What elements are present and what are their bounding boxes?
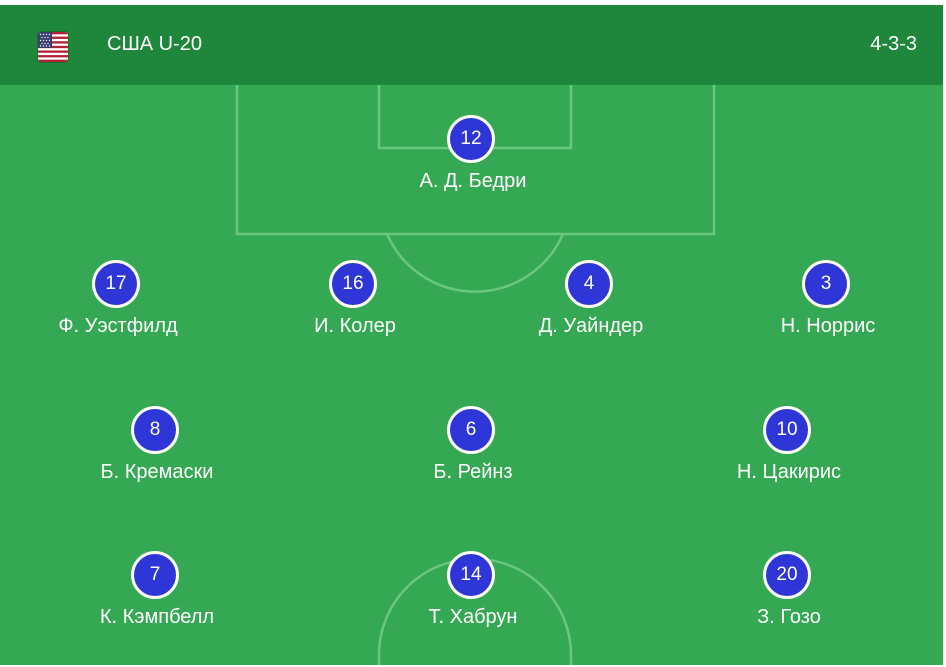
player-name: А. Д. Бедри bbox=[419, 170, 527, 192]
usa-flag-icon bbox=[38, 32, 68, 62]
player-number-badge: 20 bbox=[763, 551, 811, 599]
player-name: Ф. Уэстфилд bbox=[58, 315, 178, 337]
player-forward[interactable]: 7 К. Кэмпбелл bbox=[47, 551, 267, 641]
team-name: США U-20 bbox=[107, 33, 203, 55]
player-name: Н. Цакирис bbox=[736, 461, 842, 483]
formation-label: 4-3-3 bbox=[870, 33, 917, 55]
player-name: И. Колер bbox=[314, 315, 396, 337]
player-number-badge: 16 bbox=[329, 260, 377, 308]
team-header: США U-20 4-3-3 bbox=[0, 5, 943, 85]
player-name: Т. Хабрун bbox=[428, 606, 518, 628]
player-name: Б. Кремаски bbox=[100, 461, 214, 483]
player-number-badge: 12 bbox=[447, 115, 495, 163]
penalty-arc bbox=[385, 233, 565, 293]
player-midfielder[interactable]: 6 Б. Рейнз bbox=[363, 406, 583, 496]
player-defender[interactable]: 17 Ф. Уэстфилд bbox=[8, 260, 228, 350]
player-number-badge: 10 bbox=[763, 406, 811, 454]
player-number-badge: 14 bbox=[447, 551, 495, 599]
player-name: К. Кэмпбелл bbox=[99, 606, 215, 628]
player-number-badge: 3 bbox=[802, 260, 850, 308]
player-name: Б. Рейнз bbox=[433, 461, 513, 483]
player-number-badge: 4 bbox=[565, 260, 613, 308]
player-defender[interactable]: 16 И. Колер bbox=[245, 260, 465, 350]
player-name: Д. Уайндер bbox=[538, 315, 644, 337]
player-number-badge: 6 bbox=[447, 406, 495, 454]
player-goalkeeper[interactable]: 12 А. Д. Бедри bbox=[363, 115, 583, 205]
player-name: Н. Норрис bbox=[780, 315, 876, 337]
player-name: З. Гозо bbox=[757, 606, 821, 628]
player-number-badge: 17 bbox=[92, 260, 140, 308]
player-number-badge: 7 bbox=[131, 551, 179, 599]
player-number-badge: 8 bbox=[131, 406, 179, 454]
player-defender[interactable]: 3 Н. Норрис bbox=[718, 260, 938, 350]
player-defender[interactable]: 4 Д. Уайндер bbox=[481, 260, 701, 350]
lineup-card: США U-20 4-3-3 12 А. Д. Бедри 17 Ф. Уэст… bbox=[0, 5, 943, 665]
player-midfielder[interactable]: 10 Н. Цакирис bbox=[679, 406, 899, 496]
player-forward[interactable]: 20 З. Гозо bbox=[679, 551, 899, 641]
player-forward[interactable]: 14 Т. Хабрун bbox=[363, 551, 583, 641]
player-midfielder[interactable]: 8 Б. Кремаски bbox=[47, 406, 267, 496]
